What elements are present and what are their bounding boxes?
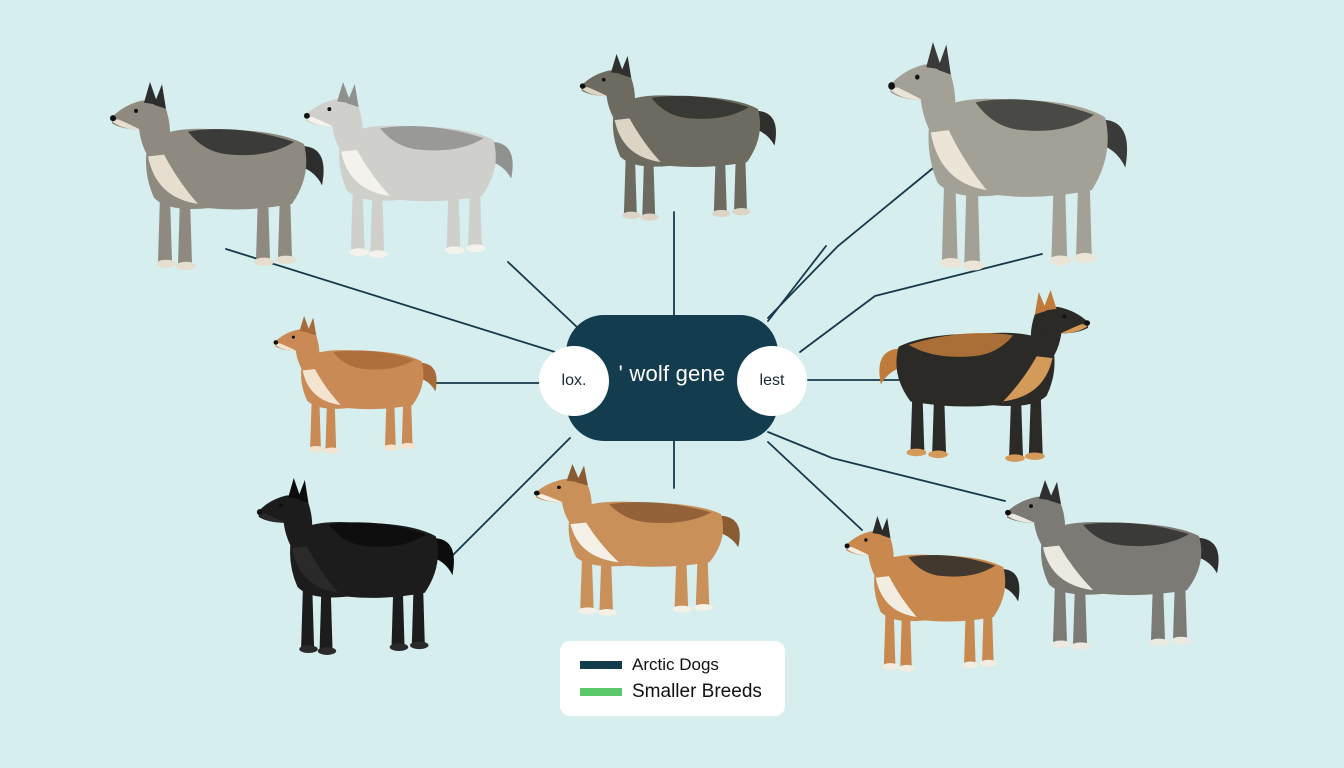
left-node: lox. — [539, 346, 609, 416]
connector-line — [507, 261, 579, 329]
connector-line — [799, 253, 1043, 353]
legend-label: Arctic Dogs — [632, 655, 719, 674]
right-node: lest — [737, 346, 807, 416]
connector-line — [767, 245, 827, 322]
connector-line — [767, 163, 939, 319]
large-grey-wolf-icon — [888, 42, 1128, 271]
dog-illustrations — [110, 42, 1219, 672]
legend-label: Smaller Breeds — [632, 681, 762, 702]
legend-item-arctic-dogs: Arctic Dogs — [580, 655, 719, 675]
connector-line — [451, 437, 571, 557]
hub-label: ' wolf gene — [618, 361, 726, 386]
legend-swatch — [580, 688, 622, 696]
white-husky-icon — [303, 82, 513, 258]
tricolor-dog-icon — [844, 516, 1020, 672]
left-node-label: lox. — [561, 372, 587, 389]
connector-line — [225, 248, 556, 353]
grey-husky-icon — [1005, 480, 1219, 650]
connector-line — [767, 441, 863, 531]
small-grey-wolfdog-icon — [579, 54, 776, 221]
german-shepherd-icon — [879, 290, 1091, 462]
black-shepherd-icon — [256, 478, 454, 655]
legend-swatch — [580, 661, 622, 669]
grey-wolf-dog-icon — [110, 82, 324, 271]
legend: Arctic Dogs Smaller Breeds — [560, 641, 785, 716]
right-node-label: lest — [759, 372, 785, 389]
connector-line — [767, 431, 1006, 502]
legend-item-smaller-breeds: Smaller Breeds — [580, 681, 762, 703]
tan-white-dog-icon — [533, 464, 740, 616]
connector-lines — [225, 163, 1043, 557]
tan-dog-icon — [273, 316, 437, 454]
